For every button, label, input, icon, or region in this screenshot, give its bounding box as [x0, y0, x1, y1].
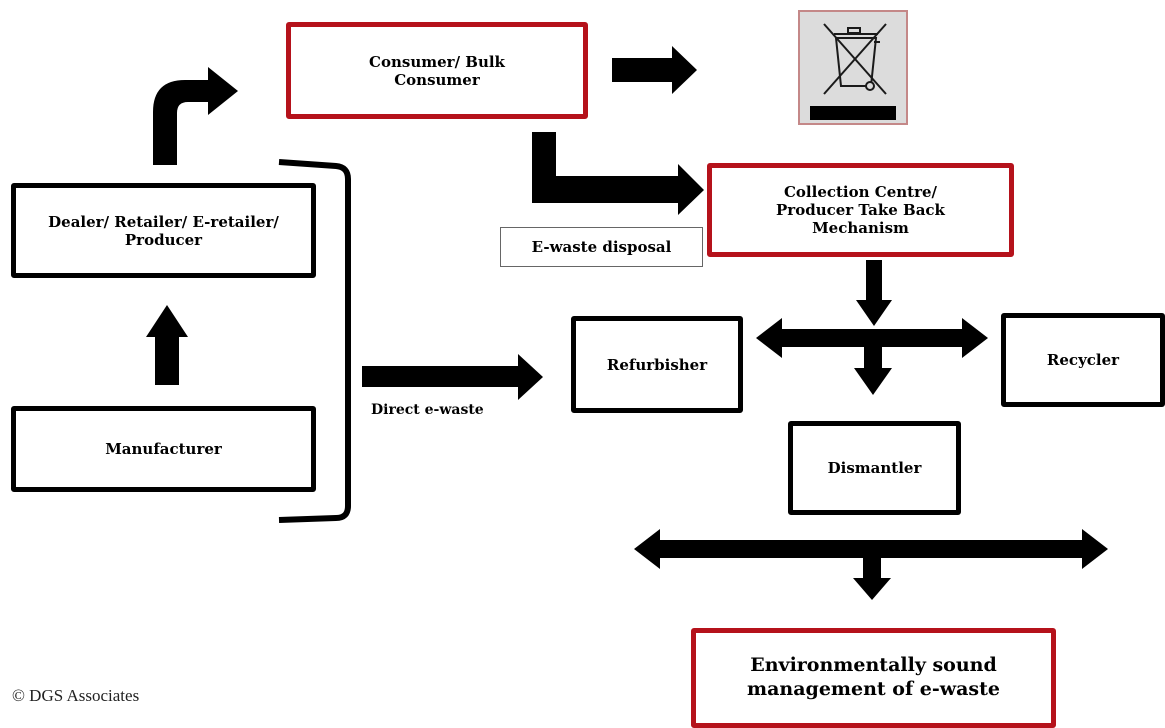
arrow-bottom-distribution — [634, 529, 1108, 569]
label-ewaste-disposal: E-waste disposal — [500, 227, 703, 267]
node-collection-centre: Collection Centre/ Producer Take Back Me… — [707, 163, 1014, 257]
node-refurbisher-label: Refurbisher — [606, 355, 708, 374]
node-manufacturer: Manufacturer — [11, 406, 316, 492]
arrow-consumer-to-collection — [532, 132, 704, 215]
arrow-direct-ewaste — [362, 354, 543, 400]
arrow-manufacturer-to-dealer — [146, 305, 188, 385]
arrow-refurbisher-recycler — [756, 318, 988, 358]
node-dismantler: Dismantler — [788, 421, 961, 515]
node-dismantler-label: Dismantler — [827, 459, 922, 477]
crossed-out-bin-icon — [798, 10, 908, 125]
copyright-text: © DGS Associates — [12, 686, 140, 705]
node-dealer-label: Dealer/ Retailer/ E-retailer/ Producer — [48, 212, 279, 249]
node-consumer: Consumer/ Bulk Consumer — [286, 22, 588, 119]
label-ewaste-disposal-text: E-waste disposal — [531, 238, 672, 256]
node-refurbisher: Refurbisher — [571, 316, 743, 413]
label-direct-ewaste-text: Direct e-waste — [371, 402, 484, 418]
node-esm-label: Environmentally sound management of e-wa… — [747, 654, 1000, 700]
arrow-dealer-to-consumer — [153, 67, 238, 165]
label-direct-ewaste: Direct e-waste — [371, 402, 484, 418]
node-manufacturer-label: Manufacturer — [105, 440, 222, 458]
node-consumer-label: Consumer/ Bulk Consumer — [369, 52, 505, 89]
bin-icon-graphic — [810, 23, 896, 120]
node-recycler: Recycler — [1001, 313, 1165, 407]
bracket — [278, 159, 351, 523]
node-collection-centre-label: Collection Centre/ Producer Take Back Me… — [776, 183, 945, 237]
node-recycler-label: Recycler — [1046, 351, 1120, 369]
node-dealer: Dealer/ Retailer/ E-retailer/ Producer — [11, 183, 316, 278]
node-environmentally-sound-management: Environmentally sound management of e-wa… — [691, 628, 1056, 728]
arrow-junction-to-dismantler — [854, 347, 892, 395]
arrow-collection-to-junction — [856, 260, 892, 326]
arrow-to-esm — [853, 558, 891, 600]
arrow-consumer-to-bin — [612, 46, 697, 94]
